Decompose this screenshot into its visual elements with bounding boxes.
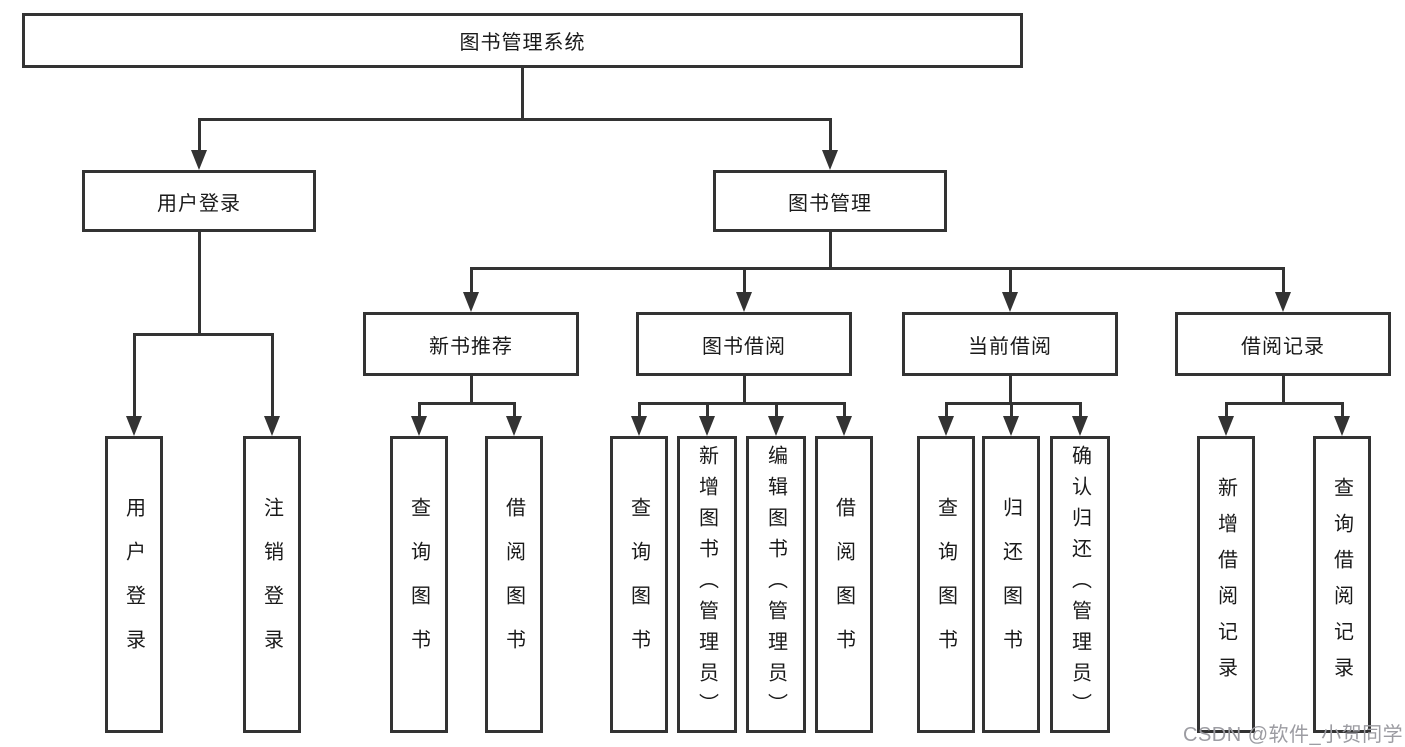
node-user-login: 用户登录	[82, 170, 316, 232]
connector-shaft-cb-return	[1010, 402, 1013, 420]
arrowhead-logout-leaf	[264, 416, 280, 436]
node-logout-leaf: 注销登录	[243, 436, 301, 733]
arrowhead-cb-confirm	[1072, 416, 1088, 436]
connector-current-borrow-split	[945, 402, 1082, 405]
arrowhead-book-management	[822, 150, 838, 170]
arrowhead-bb-edit	[768, 416, 784, 436]
connector-shaft-bb-edit	[775, 402, 778, 420]
connector-shaft-current-borrow	[1009, 267, 1012, 297]
node-bookborrow-query-books: 查询图书	[610, 436, 668, 733]
node-records-add-borrow-record: 新增借阅记录	[1197, 436, 1255, 733]
node-newbook-borrow-books: 借阅图书	[485, 436, 543, 733]
connector-shaft-newbook-query	[418, 402, 421, 420]
arrowhead-login-leaf	[126, 416, 142, 436]
connector-current-borrow-stem	[1009, 376, 1012, 405]
arrowhead-user-login	[191, 150, 207, 170]
connector-new-book-split	[418, 402, 516, 405]
connector-root-stem	[521, 68, 524, 120]
node-current-borrow: 当前借阅	[902, 312, 1118, 376]
connector-shaft-rec-add	[1225, 402, 1228, 420]
node-newbook-query-books: 查询图书	[390, 436, 448, 733]
connector-book-borrow-split	[638, 402, 846, 405]
connector-shaft-cb-query	[945, 402, 948, 420]
node-borrow-records: 借阅记录	[1175, 312, 1391, 376]
arrowhead-bb-add	[699, 416, 715, 436]
node-library-management-system: 图书管理系统	[22, 13, 1023, 68]
connector-borrow-records-split	[1225, 402, 1344, 405]
connector-shaft-logout-leaf	[271, 333, 274, 419]
connector-level1-split	[198, 118, 832, 121]
arrowhead-book-borrow	[736, 292, 752, 312]
connector-shaft-cb-confirm	[1079, 402, 1082, 420]
connector-shaft-bb-add	[706, 402, 709, 420]
node-current-query-books: 查询图书	[917, 436, 975, 733]
arrowhead-new-book	[463, 292, 479, 312]
connector-user-login-split	[133, 333, 274, 336]
connector-shaft-book-borrow	[743, 267, 746, 297]
connector-shaft-borrow-records	[1282, 267, 1285, 297]
connector-book-management-stem	[829, 232, 832, 270]
connector-shaft-user-login	[198, 118, 201, 154]
node-book-borrow: 图书借阅	[636, 312, 852, 376]
arrowhead-newbook-borrow	[506, 416, 522, 436]
arrowhead-current-borrow	[1002, 292, 1018, 312]
connector-new-book-stem	[470, 376, 473, 405]
node-current-confirm-return-admin: 确认归还（管理员）	[1050, 436, 1110, 733]
arrowhead-bb-borrow	[836, 416, 852, 436]
node-bookborrow-add-books-admin: 新增图书（管理员）	[677, 436, 737, 733]
arrowhead-rec-add	[1218, 416, 1234, 436]
connector-shaft-new-book	[470, 267, 473, 297]
node-records-query-borrow-record: 查询借阅记录	[1313, 436, 1371, 733]
arrowhead-rec-query	[1334, 416, 1350, 436]
node-new-book-recommend: 新书推荐	[363, 312, 579, 376]
connector-shaft-book-management	[829, 118, 832, 154]
connector-shaft-login-leaf	[133, 333, 136, 419]
csdn-watermark: CSDN @软件_小贺同学	[1183, 724, 1404, 746]
arrowhead-cb-return	[1003, 416, 1019, 436]
connector-book-borrow-stem	[743, 376, 746, 405]
arrowhead-bb-query	[631, 416, 647, 436]
arrowhead-borrow-records	[1275, 292, 1291, 312]
arrowhead-cb-query	[938, 416, 954, 436]
arrowhead-newbook-query	[411, 416, 427, 436]
node-user-login-leaf: 用户登录	[105, 436, 163, 733]
connector-shaft-newbook-borrow	[513, 402, 516, 420]
node-bookborrow-borrow-books: 借阅图书	[815, 436, 873, 733]
node-bookborrow-edit-books-admin: 编辑图书（管理员）	[746, 436, 806, 733]
node-current-return-books: 归还图书	[982, 436, 1040, 733]
connector-shaft-bb-query	[638, 402, 641, 420]
connector-borrow-records-stem	[1282, 376, 1285, 405]
node-book-management: 图书管理	[713, 170, 947, 232]
connector-level2-split	[470, 267, 1285, 270]
connector-shaft-rec-query	[1341, 402, 1344, 420]
connector-user-login-stem	[198, 232, 201, 336]
connector-shaft-bb-borrow	[843, 402, 846, 420]
